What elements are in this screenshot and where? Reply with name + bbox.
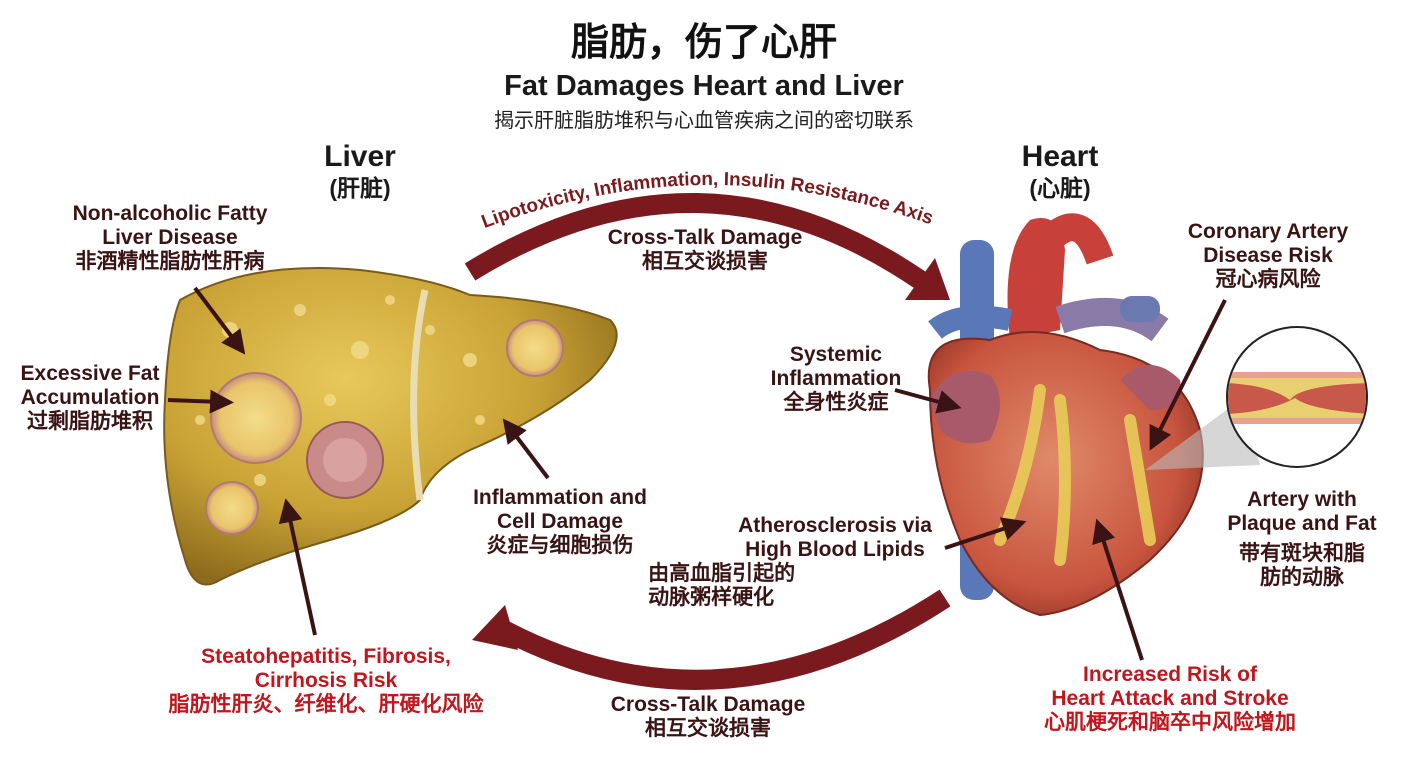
label-line: 脂肪性肝炎、纤维化、肝硬化风险 xyxy=(168,693,484,717)
label-line: Excessive Fat xyxy=(20,362,160,385)
label-line: 动脉粥样硬化 xyxy=(648,586,775,610)
label-line: 过剩脂肪堆积 xyxy=(27,410,153,434)
label-line: Increased Risk of xyxy=(1083,663,1257,686)
label-line: Cirrhosis Risk xyxy=(254,669,398,693)
label-line: Cross-Talk Damage xyxy=(607,226,803,249)
label-line: 肪的动脉 xyxy=(1259,566,1344,590)
subtitle-chinese: 揭示肝脏脂肪堆积与心血管疾病之间的密切联系 xyxy=(494,110,914,132)
label-line: Artery with xyxy=(1247,488,1357,511)
artery-inset xyxy=(1145,326,1368,470)
page-title: 脂肪，伤了心肝 xyxy=(570,22,838,64)
label-line: 由高血脂引起的 xyxy=(648,562,796,586)
pointer-arrows xyxy=(167,286,1227,661)
label-line: Coronary Artery xyxy=(1187,220,1349,243)
label-line: Plaque and Fat xyxy=(1227,512,1377,536)
label-line: Systemic xyxy=(789,343,883,366)
label-line: Heart Attack and Stroke xyxy=(1051,687,1289,711)
subtitle-english: Fat Damages Heart and Liver xyxy=(504,70,904,102)
label-line: 心肌梗死和脑卒中风险增加 xyxy=(1044,711,1296,735)
label-line: 相互交谈损害 xyxy=(642,250,768,274)
label-line: Atherosclerosis via xyxy=(738,514,932,537)
label-line: 带有斑块和脂 xyxy=(1238,542,1365,566)
crosstalk-arrow-top xyxy=(464,192,926,289)
liver-name-zh: (肝脏) xyxy=(329,174,391,201)
liver-name: Liver xyxy=(324,140,396,173)
heart-heading: Heart (心脏) xyxy=(1022,140,1099,201)
label-line: Steatohepatitis, Fibrosis, xyxy=(201,645,451,668)
label-line: Cross-Talk Damage xyxy=(610,693,806,716)
label-line: Inflammation xyxy=(770,367,902,391)
label-line: Non-alcoholic Fatty xyxy=(72,202,268,225)
liver-illustration xyxy=(163,267,618,586)
label-line: Disease Risk xyxy=(1203,244,1333,268)
label-line: 非酒精性脂肪性肝病 xyxy=(75,250,265,274)
label-line: 全身性炎症 xyxy=(783,391,889,415)
heart-name: Heart xyxy=(1021,140,1099,173)
fat-cell-cluster xyxy=(210,372,302,464)
crosstalk-arrow-bottom xyxy=(495,589,951,690)
heart-illustration xyxy=(927,213,1204,617)
heart-name-zh: (心脏) xyxy=(1029,174,1091,201)
label-line: High Blood Lipids xyxy=(745,538,925,562)
label-line: Cell Damage xyxy=(496,510,624,534)
label-line: Liver Disease xyxy=(102,226,238,250)
label-line: Inflammation and xyxy=(473,486,647,509)
label-line: 炎症与细胞损伤 xyxy=(486,534,634,558)
liver-heading: Liver (肝脏) xyxy=(324,140,396,201)
label-cirrhosis-risk: Steatohepatitis, Fibrosis,Cirrhosis Risk… xyxy=(169,645,484,717)
label-line: 相互交谈损害 xyxy=(645,717,771,741)
label-line: 冠心病风险 xyxy=(1215,268,1321,292)
label-line: Accumulation xyxy=(20,386,160,410)
